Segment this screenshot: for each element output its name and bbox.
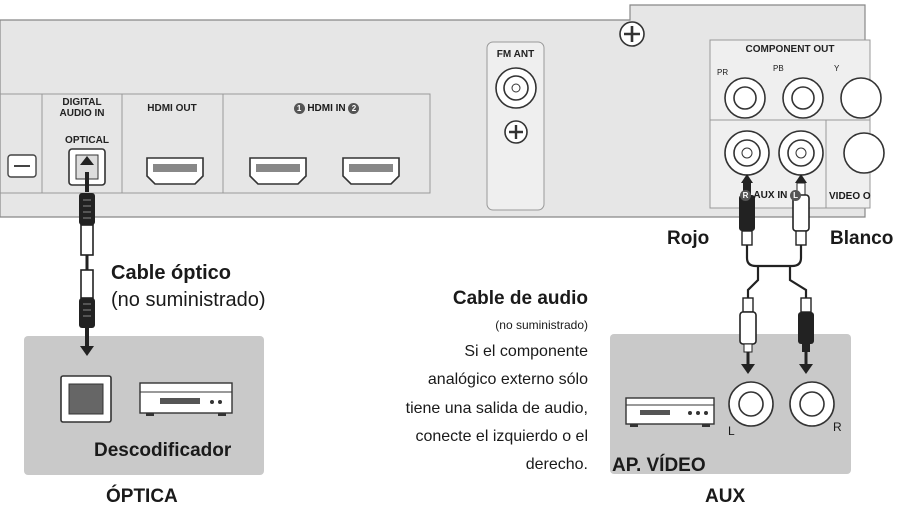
pr-label: PR [717, 68, 729, 77]
digital-audio-in-label: DIGITAL AUDIO IN [59, 97, 105, 119]
fm-ant-jack-icon [495, 67, 537, 109]
cable-audio-label: Cable de audio [452, 288, 588, 309]
ap-video-label: AP. VÍDEO [612, 455, 706, 476]
jack-r-label: R [833, 420, 842, 434]
blanco-label: Blanco [830, 228, 894, 249]
fm-ant-screw-icon [504, 120, 528, 144]
audio-desc-5: derecho. [525, 456, 588, 473]
aux-label: AUX [705, 486, 746, 507]
audio-desc-4: conecte el izquierdo o el [415, 428, 588, 445]
component-y-jack-icon [840, 77, 882, 119]
aux-in-label: AUX IN [753, 190, 788, 201]
y-label: Y [834, 64, 840, 73]
hdmi-in-2-badge: 2 [348, 103, 360, 114]
aux-in-label-group: R AUX IN L [740, 190, 830, 201]
cable-audio-note: (no suministrado) [495, 318, 588, 332]
aux-r-badge: R [740, 190, 751, 201]
decoder-optical-port-icon [60, 375, 112, 423]
audio-desc-3: tiene una salida de audio, [405, 400, 588, 417]
hdmi-in-1-port-icon [249, 157, 307, 185]
ap-video-r-jack-icon [789, 381, 835, 427]
cable-optico-note: (no suministrado) [111, 289, 266, 311]
aux-in-r-jack-icon [724, 130, 770, 176]
video-out-label: VIDEO O [829, 191, 871, 202]
component-pr-jack-icon [724, 77, 766, 119]
aux-in-l-jack-icon [778, 130, 824, 176]
cable-optico-label: Cable óptico [111, 262, 232, 284]
hdmi-in-2-port-icon [342, 157, 400, 185]
pb-label: PB [773, 64, 784, 73]
audio-desc-2: analógico externo sólo [427, 371, 588, 388]
rojo-label: Rojo [667, 228, 710, 249]
component-pb-jack-icon [782, 77, 824, 119]
optical-cable-graphic [79, 156, 95, 356]
top-screw-icon [619, 21, 645, 47]
optical-port-icon [68, 148, 106, 186]
hdmi-in-label: HDMI IN [307, 103, 346, 114]
hdmi-out-label: HDMI OUT [147, 103, 197, 114]
usb-port-icon [7, 154, 37, 178]
optical-port-label: OPTICAL [65, 135, 109, 146]
hdmi-in-1-badge: 1 [293, 103, 305, 114]
audio-desc-1: Si el componente [464, 343, 588, 360]
hdmi-in-label-group: 1 HDMI IN 2 [223, 103, 430, 114]
decoder-device-icon [139, 382, 233, 416]
fm-ant-label: FM ANT [496, 49, 535, 60]
jack-l-label: L [728, 424, 735, 438]
ap-video-device-icon [625, 397, 715, 427]
video-out-jack-icon [843, 132, 885, 174]
ap-video-l-jack-icon [728, 381, 774, 427]
optica-label: ÓPTICA [106, 486, 178, 507]
component-out-label: COMPONENT OUT [745, 44, 835, 55]
aux-l-badge: L [790, 190, 802, 201]
descodificador-label: Descodificador [94, 440, 232, 461]
hdmi-out-port-icon [146, 157, 204, 185]
